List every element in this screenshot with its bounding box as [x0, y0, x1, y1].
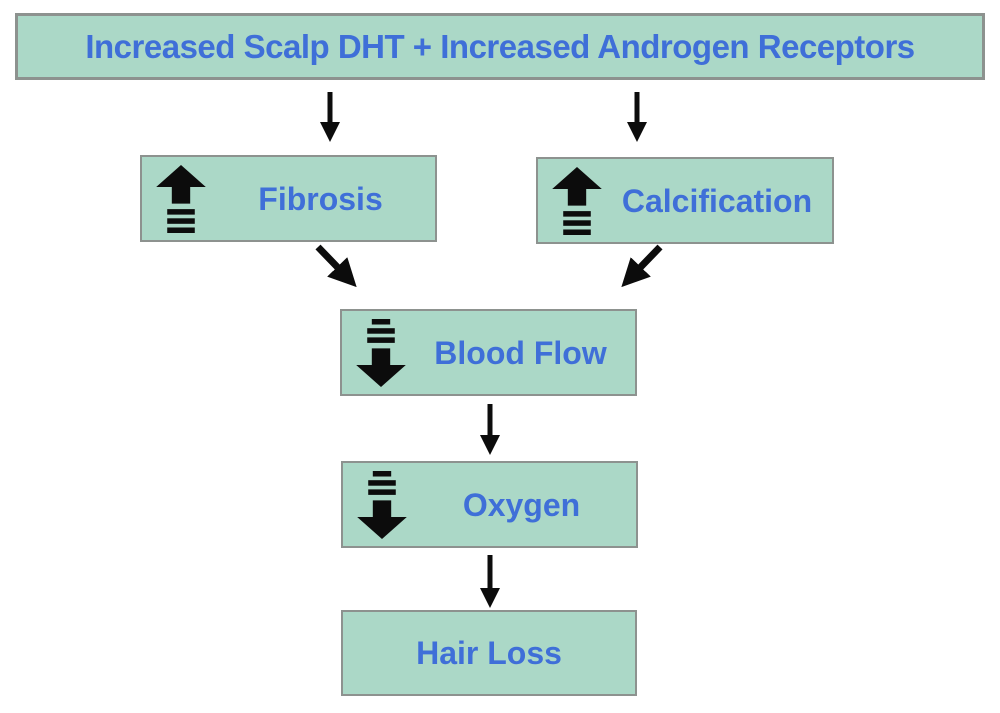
node-label: Fibrosis — [258, 180, 383, 217]
node-label: Hair Loss — [416, 635, 562, 671]
node-label: Calcification — [621, 182, 813, 219]
edge-calcification-to-blood-flow — [621, 244, 663, 288]
node-oxygen: Oxygen — [341, 461, 638, 548]
node-calcification: Calcification — [536, 157, 834, 244]
node-fibrosis: Fibrosis — [140, 155, 437, 242]
node-hair-loss: Hair Loss — [341, 610, 637, 696]
decrease-down-arrow-icon — [357, 470, 407, 539]
increase-up-arrow-icon — [156, 164, 206, 233]
node-title-banner: Increased Scalp DHT + Increased Androgen… — [15, 13, 985, 80]
title-label: Increased Scalp DHT + Increased Androgen… — [85, 28, 915, 65]
node-blood-flow: Blood Flow — [340, 309, 637, 396]
edge-fibrosis-to-blood-flow — [315, 244, 357, 288]
decrease-down-arrow-icon — [356, 318, 406, 387]
node-label: Oxygen — [462, 486, 581, 523]
node-label: Blood Flow — [434, 334, 607, 371]
increase-up-arrow-icon — [552, 166, 602, 235]
